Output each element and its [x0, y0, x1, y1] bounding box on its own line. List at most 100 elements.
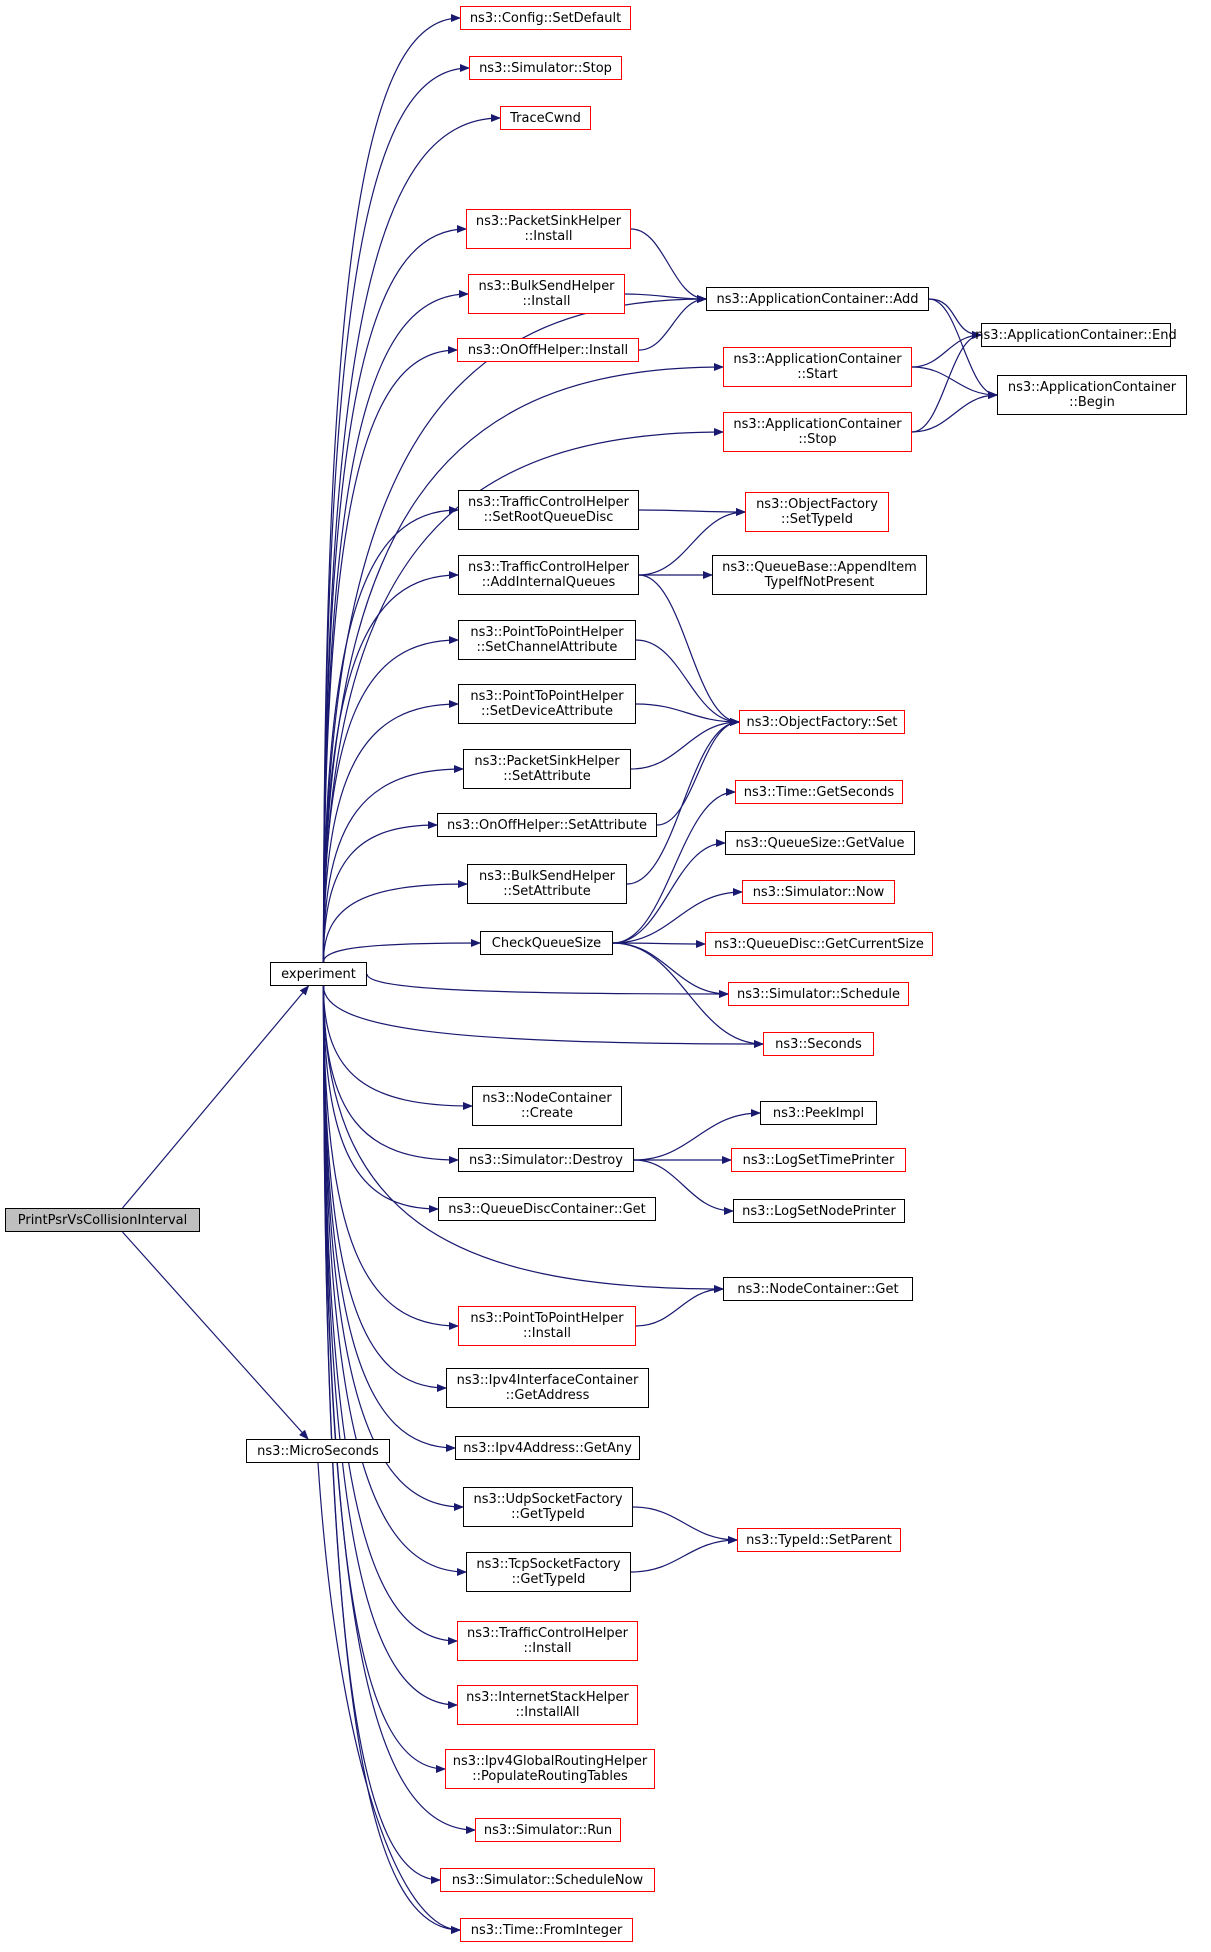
node-p2p-setchannel[interactable]: ns3::PointToPointHelper::SetChannelAttri… [458, 620, 636, 660]
node-qdc-get[interactable]: ns3::QueueDiscContainer::Get [438, 1197, 656, 1221]
node-label: ns3::TrafficControlHelper [467, 560, 630, 575]
node-label: ns3::TcpSocketFactory [476, 1557, 621, 1572]
node-ish-installall[interactable]: ns3::InternetStackHelper::InstallAll [457, 1685, 638, 1725]
node-tch-install[interactable]: ns3::TrafficControlHelper::Install [457, 1621, 638, 1661]
node-experiment[interactable]: experiment [270, 962, 367, 986]
node-seconds[interactable]: ns3::Seconds [763, 1032, 874, 1056]
node-time-frominteger[interactable]: ns3::Time::FromInteger [460, 1918, 633, 1942]
node-sim-schedulenow[interactable]: ns3::Simulator::ScheduleNow [440, 1868, 655, 1892]
node-nc-get[interactable]: ns3::NodeContainer::Get [723, 1277, 913, 1301]
node-label: ::GetTypeId [511, 1507, 585, 1522]
node-qd-getcurrent[interactable]: ns3::QueueDisc::GetCurrentSize [705, 932, 933, 956]
node-label: ns3::ApplicationContainer::Add [716, 291, 919, 307]
node-sim-destroy[interactable]: ns3::Simulator::Destroy [458, 1148, 634, 1172]
edge-experiment-to-sim_run [322, 985, 476, 1834]
node-logsetnode[interactable]: ns3::LogSetNodePrinter [733, 1199, 905, 1223]
node-grh-populate[interactable]: ns3::Ipv4GlobalRoutingHelper::PopulateRo… [445, 1749, 655, 1789]
node-label: ns3::Time::FromInteger [470, 1922, 623, 1938]
edge-checkqueue-to-qs_getvalue [612, 839, 726, 944]
node-label: ::Start [797, 367, 838, 382]
node-micro[interactable]: ns3::MicroSeconds [246, 1439, 390, 1463]
node-bsh-setattr[interactable]: ns3::BulkSendHelper::SetAttribute [467, 864, 627, 904]
edge-experiment-to-bsh_setattr [322, 880, 468, 963]
node-label: ::Install [523, 1641, 572, 1656]
node-ac-end[interactable]: ns3::ApplicationContainer::End [975, 323, 1177, 347]
node-qs-getvalue[interactable]: ns3::QueueSize::GetValue [725, 831, 915, 855]
node-bsh-install[interactable]: ns3::BulkSendHelper::Install [468, 274, 625, 314]
node-label: ns3::Ipv4Address::GetAny [463, 1440, 632, 1456]
node-label: ns3::Time::GetSeconds [743, 784, 895, 800]
node-label: ns3::Simulator::Schedule [736, 986, 901, 1002]
node-typeid-setparent[interactable]: ns3::TypeId::SetParent [737, 1528, 901, 1552]
node-ipv4ic-getaddr[interactable]: ns3::Ipv4InterfaceContainer::GetAddress [446, 1368, 649, 1408]
node-peekimpl[interactable]: ns3::PeekImpl [760, 1101, 877, 1125]
edge-checkqueue-to-qd_getcurrent [612, 939, 706, 948]
node-psh-setattr[interactable]: ns3::PacketSinkHelper::SetAttribute [463, 749, 631, 789]
edge-experiment-to-sim_stop [322, 64, 470, 963]
edge-experiment-to-time_frominteger [322, 985, 461, 1934]
node-ooh-setattr[interactable]: ns3::OnOffHelper::SetAttribute [437, 813, 657, 837]
node-ac-add[interactable]: ns3::ApplicationContainer::Add [706, 287, 929, 311]
node-label: ns3::TypeId::SetParent [746, 1532, 892, 1548]
node-sim-run[interactable]: ns3::Simulator::Run [475, 1818, 621, 1842]
edge-experiment-to-udp_gettypeid [322, 985, 464, 1511]
node-cfg-setdefault[interactable]: ns3::Config::SetDefault [460, 6, 631, 30]
edge-experiment-to-ipv4ic_getaddr [322, 985, 447, 1392]
node-label: ns3::Config::SetDefault [469, 10, 622, 26]
node-label: ::PopulateRoutingTables [472, 1769, 628, 1784]
node-label: TypeIfNotPresent [764, 575, 875, 590]
node-label: ns3::OnOffHelper::SetAttribute [447, 817, 647, 833]
node-sim-now[interactable]: ns3::Simulator::Now [742, 880, 895, 904]
node-checkqueue[interactable]: CheckQueueSize [480, 931, 613, 955]
node-label: ns3::NodeContainer [482, 1091, 612, 1106]
node-tcp-gettypeid[interactable]: ns3::TcpSocketFactory::GetTypeId [466, 1552, 631, 1592]
node-label: experiment [281, 966, 356, 982]
node-ac-stop[interactable]: ns3::ApplicationContainer::Stop [723, 412, 912, 452]
node-nc-create[interactable]: ns3::NodeContainer::Create [472, 1086, 622, 1126]
node-ac-start[interactable]: ns3::ApplicationContainer::Start [723, 347, 912, 387]
node-sim-stop[interactable]: ns3::Simulator::Stop [469, 56, 622, 80]
node-root[interactable]: PrintPsrVsCollisionInterval [5, 1208, 200, 1232]
node-of-set[interactable]: ns3::ObjectFactory::Set [739, 710, 905, 734]
node-label: CheckQueueSize [491, 935, 602, 951]
edge-micro-to-time_frominteger [317, 1462, 461, 1934]
node-label: ns3::Simulator::Destroy [469, 1152, 623, 1168]
node-logsettime[interactable]: ns3::LogSetTimePrinter [731, 1148, 906, 1172]
edge-p2p_setchannel-to-of_set [635, 639, 740, 726]
node-sim-schedule[interactable]: ns3::Simulator::Schedule [728, 982, 909, 1006]
edge-experiment-to-nc_get [322, 985, 724, 1293]
node-label: ns3::QueueBase::AppendItem [722, 560, 917, 575]
node-ooh-install[interactable]: ns3::OnOffHelper::Install [457, 338, 639, 362]
node-label: ns3::ApplicationContainer [733, 352, 902, 367]
edge-experiment-to-sim_schedulenow [322, 985, 441, 1884]
node-label: ns3::QueueDiscContainer::Get [448, 1201, 646, 1217]
node-psh-install[interactable]: ns3::PacketSinkHelper::Install [466, 209, 631, 249]
edge-experiment-to-sim_destroy [322, 985, 459, 1164]
edge-experiment-to-p2p_setdevice [322, 700, 459, 963]
edge-psh_setattr-to-of_set [630, 718, 740, 770]
node-label: ns3::PointToPointHelper [470, 625, 624, 640]
node-udp-gettypeid[interactable]: ns3::UdpSocketFactory::GetTypeId [463, 1487, 633, 1527]
node-tch-addinternal[interactable]: ns3::TrafficControlHelper::AddInternalQu… [458, 555, 639, 595]
node-time-getseconds[interactable]: ns3::Time::GetSeconds [735, 780, 903, 804]
node-label: ::SetAttribute [503, 769, 591, 784]
node-label: ns3::PointToPointHelper [470, 689, 624, 704]
node-ac-begin[interactable]: ns3::ApplicationContainer::Begin [997, 375, 1187, 415]
node-label: ns3::PacketSinkHelper [474, 754, 620, 769]
node-tracecwnd[interactable]: TraceCwnd [500, 106, 591, 130]
node-p2p-install[interactable]: ns3::PointToPointHelper::Install [458, 1306, 636, 1346]
node-tch-setroot[interactable]: ns3::TrafficControlHelper::SetRootQueueD… [458, 490, 639, 530]
node-label: ns3::ApplicationContainer [733, 417, 902, 432]
node-label: ns3::Seconds [775, 1036, 862, 1052]
node-label: ns3::Simulator::Run [483, 1822, 613, 1838]
node-p2p-setdevice[interactable]: ns3::PointToPointHelper::SetDeviceAttrib… [458, 684, 636, 724]
node-ipv4addr-getany[interactable]: ns3::Ipv4Address::GetAny [455, 1436, 640, 1460]
node-of-settypeid[interactable]: ns3::ObjectFactory::SetTypeId [745, 492, 889, 532]
edge-bsh_setattr-to-of_set [626, 718, 740, 885]
edge-sim_destroy-to-peekimpl [633, 1109, 761, 1161]
edge-root-to-micro [122, 1231, 309, 1440]
edge-udp_gettypeid-to-typeid_setparent [632, 1506, 738, 1544]
node-label: ns3::QueueSize::GetValue [735, 835, 905, 851]
